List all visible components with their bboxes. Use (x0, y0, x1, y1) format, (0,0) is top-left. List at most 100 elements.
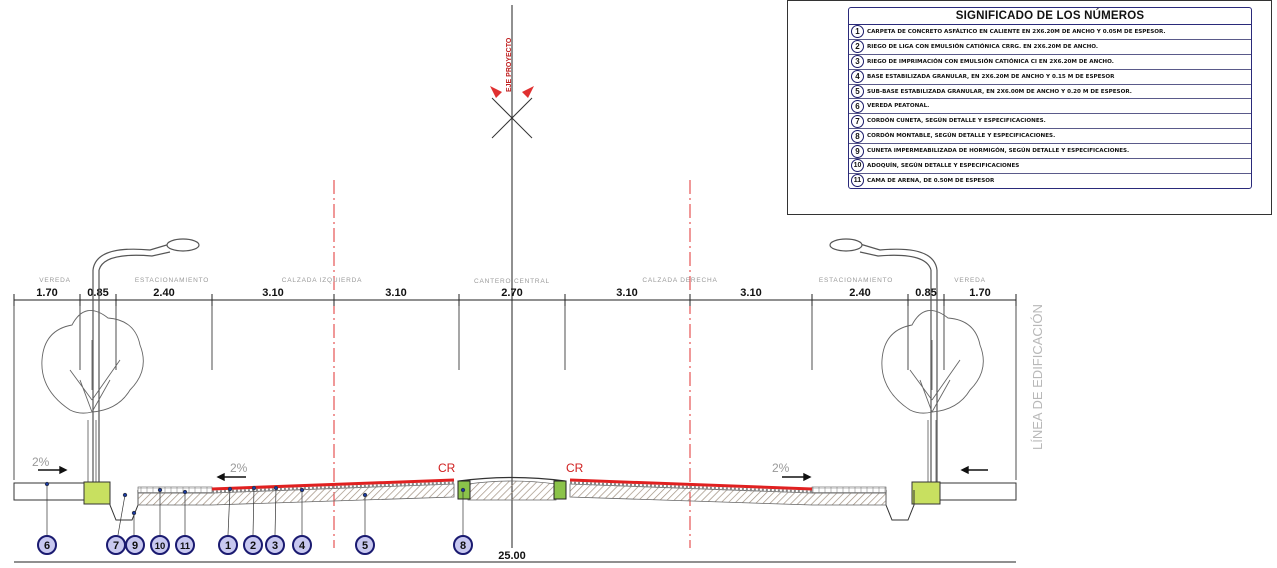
axis-label: EJE PROYECTO (506, 37, 513, 92)
callout-circles: 6 7 9 10 11 1 2 3 4 5 8 (37, 535, 473, 555)
svg-text:8: 8 (460, 540, 466, 552)
legend-text: VEREDA PEATONAL. (867, 103, 930, 110)
crown-labels: CR CR (438, 461, 584, 475)
dimension-value: 0.85 (87, 287, 108, 299)
tree-left (41, 310, 144, 485)
zone-label: ESTACIONAMIENTO (819, 277, 893, 284)
slope-label: 2% (772, 461, 790, 475)
legend-number: 2 (851, 40, 864, 54)
sidewalk-left (13, 482, 85, 501)
dimension-value: 2.70 (501, 287, 522, 299)
callout-10: 10 (150, 535, 170, 555)
callout-7: 7 (106, 535, 126, 555)
legend-text: CAMA DE ARENA, DE 0.50m DE ESPESOR (867, 177, 995, 184)
zone-label: CALZADA IZQUIERDA (282, 277, 362, 284)
legend-text: CORDÓN MONTABLE, SEGÚN DETALLE Y ESPECIF… (867, 133, 1056, 140)
svg-text:11: 11 (180, 541, 191, 552)
dimension-drops (13, 300, 1017, 480)
dimension-value: 2.40 (153, 287, 174, 299)
dimension-value: 3.10 (385, 287, 406, 299)
zone-label: VEREDA (39, 277, 71, 284)
street-lamp-left (92, 238, 200, 485)
callout-11: 11 (175, 535, 195, 555)
legend-text: RIEGO DE IMPRIMACIÓN CON EMULSIÓN CATIÓN… (867, 58, 1114, 65)
legend-number: 6 (851, 99, 864, 113)
svg-text:1: 1 (225, 540, 231, 552)
legend-text: BASE ESTABILIZADA GRANULAR, EN 2x6.20m D… (867, 73, 1115, 80)
legend-number: 3 (851, 55, 864, 69)
axis-flag-right (522, 86, 534, 98)
base-layer-left (137, 483, 455, 506)
callout-8: 8 (453, 535, 473, 555)
callout-5: 5 (355, 535, 375, 555)
crown-label: CR (566, 461, 584, 475)
dimension-value: 3.10 (740, 287, 761, 299)
legend-text: SUB-BASE ESTABILIZADA GRANULAR, EN 2x6.0… (867, 88, 1132, 95)
slope-label: 2% (230, 461, 248, 475)
svg-text:7: 7 (113, 540, 119, 552)
legend-number: 11 (851, 174, 864, 188)
legend-text: ADOQUÍN, SEGÚN DETALLE Y ESPECIFICACIONE… (867, 162, 1020, 169)
slope-arrows (38, 465, 988, 482)
dimension-value: 3.10 (616, 287, 637, 299)
slope-markers: 2% 2% 2% (32, 455, 790, 475)
svg-text:2: 2 (250, 540, 256, 552)
base-stripe-right (569, 481, 813, 494)
dimension-value: 1.70 (36, 287, 57, 299)
legend-number: 5 (851, 85, 864, 98)
legend-text: CARPETA DE CONCRETO ASFÁLTICO EN CALIENT… (867, 28, 1166, 35)
pavers-left (137, 486, 213, 494)
callout-2: 2 (243, 535, 263, 555)
zone-label: CALZADA DERECHA (642, 277, 717, 284)
svg-text:4: 4 (299, 540, 306, 552)
svg-text:3: 3 (272, 540, 278, 552)
median-fill (467, 480, 557, 501)
zone-label: ESTACIONAMIENTO (135, 277, 209, 284)
legend-text: RIEGO DE LIGA CON EMULSIÓN CATIÓNICA CRR… (867, 43, 1099, 50)
building-line-label: LÍNEA DE EDIFICACIÓN (1030, 304, 1045, 450)
svg-text:6: 6 (44, 540, 50, 552)
zone-label: CANTERO CENTRAL (474, 278, 550, 285)
callout-6: 6 (37, 535, 57, 555)
total-width: 25.00 (498, 550, 526, 562)
curb-right-median (553, 480, 567, 500)
pavers-right (811, 486, 887, 494)
dimension-values: 1.70 0.85 2.40 3.10 3.10 2.70 3.10 3.10 … (36, 287, 990, 299)
zone-labels: VEREDA ESTACIONAMIENTO CALZADA IZQUIERDA… (39, 277, 985, 285)
tree-right (881, 310, 984, 485)
street-lamp-right (829, 238, 938, 485)
gutter-right (885, 490, 915, 521)
svg-text:10: 10 (155, 541, 166, 552)
svg-text:5: 5 (362, 540, 368, 552)
base-stripe-left (211, 481, 455, 494)
legend-number: 10 (851, 159, 864, 173)
median-top (458, 476, 566, 482)
base-layer-right (569, 483, 887, 506)
callout-9: 9 (125, 535, 145, 555)
legend-number: 7 (851, 114, 864, 128)
legend-number: 1 (851, 25, 864, 39)
crown-label: CR (438, 461, 456, 475)
callout-3: 3 (265, 535, 285, 555)
legend-text: CORDÓN CUNETA, SEGÚN DETALLE Y ESPECIFIC… (867, 118, 1046, 125)
north-arrow-line-b (491, 97, 533, 139)
callout-1: 1 (218, 535, 238, 555)
asphalt-right (569, 478, 813, 491)
legend-number: 8 (851, 129, 864, 143)
axis-flag-left (490, 86, 502, 98)
legend-number: 4 (851, 70, 864, 84)
callout-4: 4 (292, 535, 312, 555)
